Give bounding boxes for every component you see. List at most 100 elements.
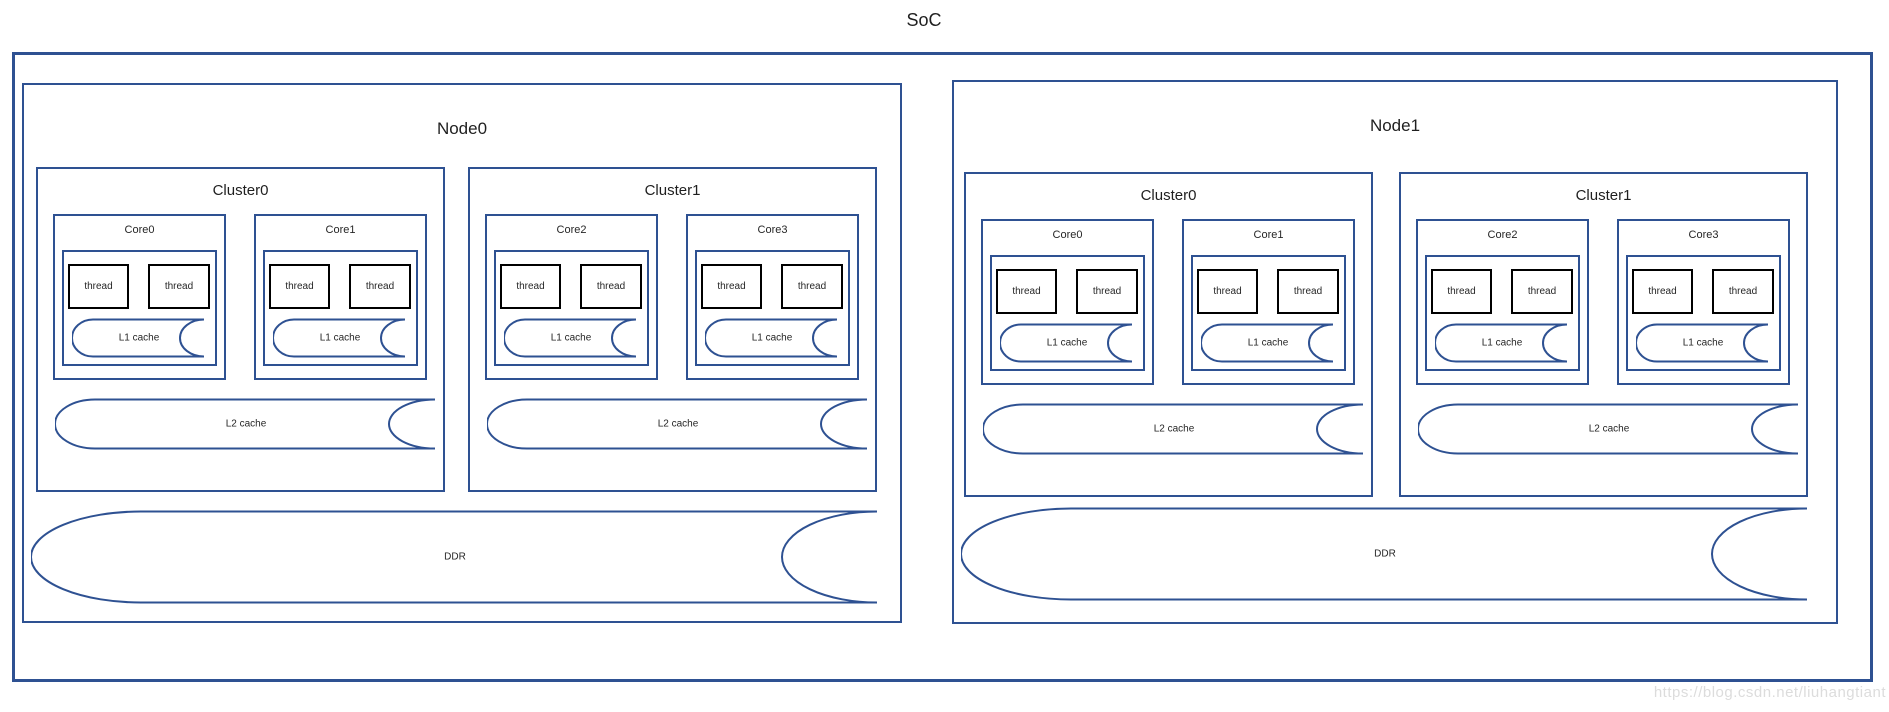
core-label: Core1 xyxy=(1253,229,1284,241)
l1-cache-label: L1 cache xyxy=(1247,337,1289,349)
core-inner-box: thread thread L1 cache xyxy=(1425,255,1580,371)
l1-cache-shape: L1 cache xyxy=(1636,323,1770,363)
l1-cache-label: L1 cache xyxy=(319,332,361,344)
cache-cylinder-icon xyxy=(1435,323,1568,363)
core-inner-box: thread thread L1 cache xyxy=(990,255,1145,371)
l1-cache-label: L1 cache xyxy=(550,332,592,344)
node-label: Node1 xyxy=(1369,116,1421,135)
thread-box: thread xyxy=(1277,269,1339,314)
thread-label: thread xyxy=(1012,286,1041,297)
cluster-label: Cluster0 xyxy=(1140,187,1197,204)
core-inner-box: thread thread L1 cache xyxy=(695,250,850,366)
cache-cylinder-icon xyxy=(1000,323,1133,363)
node-label: Node0 xyxy=(436,119,488,138)
core-label: Core0 xyxy=(1052,229,1083,241)
l1-cache-label: L1 cache xyxy=(1682,337,1724,349)
core-box: Core3 thread thread L1 cache xyxy=(1617,219,1790,385)
cache-cylinder-icon xyxy=(72,318,205,358)
watermark: https://blog.csdn.net/liuhangtiant xyxy=(1653,684,1886,701)
thread-box: thread xyxy=(1197,269,1258,314)
l1-cache-shape: L1 cache xyxy=(705,318,839,358)
core-box: Core2 thread thread L1 cache xyxy=(1416,219,1589,385)
thread-label: thread xyxy=(84,281,113,292)
node-box: Node1 Cluster0 Core0 thread thread L1 ca… xyxy=(952,80,1838,624)
cache-cylinder-icon xyxy=(1201,323,1334,363)
l2-cache-shape: L2 cache xyxy=(487,398,869,450)
thread-label: thread xyxy=(596,281,626,292)
l2-cache-shape: L2 cache xyxy=(1418,403,1800,455)
cache-cylinder-icon xyxy=(983,403,1364,455)
core-label: Core1 xyxy=(325,224,356,236)
core-box: Core2 thread thread L1 cache xyxy=(485,214,658,380)
l1-cache-label: L1 cache xyxy=(118,332,160,344)
thread-label: thread xyxy=(285,281,314,292)
core-inner-box: thread thread L1 cache xyxy=(494,250,649,366)
core-box: Core0 thread thread L1 cache xyxy=(981,219,1154,385)
core-inner-box: thread thread L1 cache xyxy=(263,250,418,366)
cache-cylinder-icon xyxy=(31,510,878,604)
cache-cylinder-icon xyxy=(1418,403,1799,455)
core-box: Core1 thread thread L1 cache xyxy=(1182,219,1355,385)
l2-cache-label: L2 cache xyxy=(225,418,267,430)
l1-cache-shape: L1 cache xyxy=(273,318,407,358)
l1-cache-shape: L1 cache xyxy=(504,318,638,358)
cache-cylinder-icon xyxy=(273,318,406,358)
thread-box: thread xyxy=(1511,269,1573,314)
l2-cache-label: L2 cache xyxy=(657,418,699,430)
l1-cache-label: L1 cache xyxy=(751,332,793,344)
thread-label: thread xyxy=(1728,286,1758,297)
cluster-label: Cluster1 xyxy=(1575,187,1632,204)
ddr-shape: DDR xyxy=(961,507,1809,601)
thread-label: thread xyxy=(516,281,545,292)
core-label: Core0 xyxy=(124,224,155,236)
thread-label: thread xyxy=(365,281,395,292)
cluster-label: Cluster1 xyxy=(644,182,701,199)
thread-label: thread xyxy=(1648,286,1677,297)
soc-box: Node0 Cluster0 Core0 thread thread L1 ca… xyxy=(12,52,1873,682)
l1-cache-shape: L1 cache xyxy=(1201,323,1335,363)
ddr-label: DDR xyxy=(444,551,466,563)
soc-title: SoC xyxy=(906,10,942,30)
core-inner-box: thread thread L1 cache xyxy=(1191,255,1346,371)
l1-cache-label: L1 cache xyxy=(1481,337,1523,349)
cluster-box: Cluster1 Core2 thread thread L1 cache Co… xyxy=(1399,172,1808,497)
node-box: Node0 Cluster0 Core0 thread thread L1 ca… xyxy=(22,83,902,623)
thread-box: thread xyxy=(1632,269,1693,314)
cluster-label: Cluster0 xyxy=(212,182,269,199)
l2-cache-label: L2 cache xyxy=(1153,423,1195,435)
thread-label: thread xyxy=(1527,286,1557,297)
core-label: Core2 xyxy=(1487,229,1518,241)
thread-label: thread xyxy=(797,281,827,292)
thread-label: thread xyxy=(164,281,194,292)
cache-cylinder-icon xyxy=(55,398,436,450)
thread-label: thread xyxy=(717,281,746,292)
cluster-box: Cluster1 Core2 thread thread L1 cache Co… xyxy=(468,167,877,492)
thread-label: thread xyxy=(1447,286,1476,297)
core-inner-box: thread thread L1 cache xyxy=(1626,255,1781,371)
core-label: Core3 xyxy=(757,224,788,236)
l1-cache-shape: L1 cache xyxy=(1000,323,1134,363)
l1-cache-shape: L1 cache xyxy=(1435,323,1569,363)
thread-box: thread xyxy=(349,264,411,309)
thread-box: thread xyxy=(148,264,210,309)
l2-cache-label: L2 cache xyxy=(1588,423,1630,435)
core-box: Core1 thread thread L1 cache xyxy=(254,214,427,380)
thread-box: thread xyxy=(781,264,843,309)
thread-box: thread xyxy=(996,269,1057,314)
ddr-shape: DDR xyxy=(31,510,879,604)
thread-box: thread xyxy=(1076,269,1138,314)
l2-cache-shape: L2 cache xyxy=(55,398,437,450)
core-inner-box: thread thread L1 cache xyxy=(62,250,217,366)
core-box: Core0 thread thread L1 cache xyxy=(53,214,226,380)
thread-box: thread xyxy=(580,264,642,309)
thread-label: thread xyxy=(1092,286,1122,297)
thread-box: thread xyxy=(500,264,561,309)
cache-cylinder-icon xyxy=(487,398,868,450)
l1-cache-label: L1 cache xyxy=(1046,337,1088,349)
core-label: Core2 xyxy=(556,224,587,236)
core-label: Core3 xyxy=(1688,229,1719,241)
thread-label: thread xyxy=(1293,286,1323,297)
core-box: Core3 thread thread L1 cache xyxy=(686,214,859,380)
l2-cache-shape: L2 cache xyxy=(983,403,1365,455)
thread-label: thread xyxy=(1213,286,1242,297)
